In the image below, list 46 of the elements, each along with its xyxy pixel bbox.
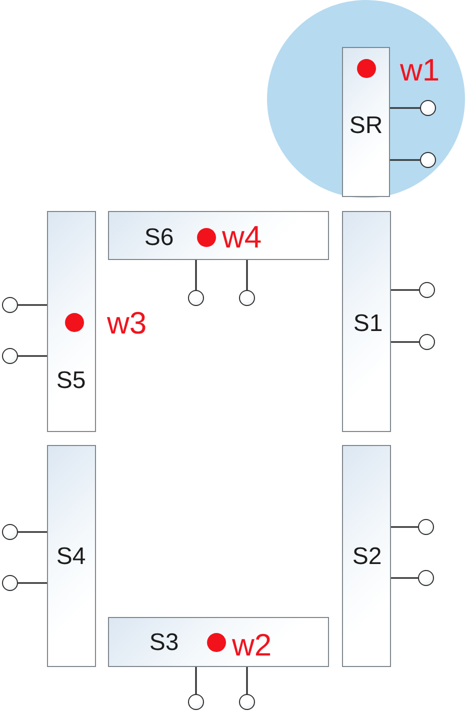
module-label: S3: [149, 631, 179, 655]
point-label: w3: [107, 308, 147, 338]
module-label: S4: [56, 545, 86, 569]
terminal-icon: [2, 297, 18, 313]
module-label: S5: [56, 369, 86, 393]
connector-line: [246, 260, 248, 290]
connector-line: [195, 260, 197, 290]
terminal-icon: [239, 694, 255, 710]
module-label: S2: [352, 545, 382, 569]
module-panel: [108, 617, 329, 667]
module-panel: [342, 211, 391, 432]
point-label: w4: [222, 222, 262, 252]
module-label: S1: [353, 312, 383, 336]
terminal-icon: [2, 575, 18, 591]
module-panel: [342, 47, 390, 197]
module-panel: [342, 445, 391, 667]
terminal-icon: [239, 290, 255, 306]
terminal-icon: [2, 524, 18, 540]
connector-line: [18, 355, 47, 357]
terminal-icon: [188, 694, 204, 710]
terminal-icon: [420, 100, 436, 116]
connector-line: [390, 107, 420, 109]
terminal-icon: [2, 348, 18, 364]
connector-line: [390, 159, 420, 161]
connector-line: [391, 289, 419, 291]
point-label: w1: [400, 54, 440, 86]
terminal-icon: [418, 519, 434, 535]
connector-line: [18, 304, 47, 306]
connector-line: [18, 582, 47, 584]
connector-line: [18, 531, 47, 533]
module-label: S6: [144, 226, 174, 250]
connector-line: [391, 526, 418, 528]
terminal-icon: [420, 152, 436, 168]
connector-line: [391, 577, 418, 579]
module-panel: [108, 211, 329, 260]
terminal-icon: [419, 334, 435, 350]
connector-line: [246, 667, 248, 694]
module-panel: [47, 445, 96, 667]
connector-line: [391, 341, 419, 343]
module-label: SR: [349, 114, 383, 138]
terminal-icon: [419, 282, 435, 298]
point-label: w2: [232, 630, 272, 660]
module-panel: [47, 211, 96, 432]
connector-line: [195, 667, 197, 694]
terminal-icon: [188, 290, 204, 306]
terminal-icon: [418, 570, 434, 586]
